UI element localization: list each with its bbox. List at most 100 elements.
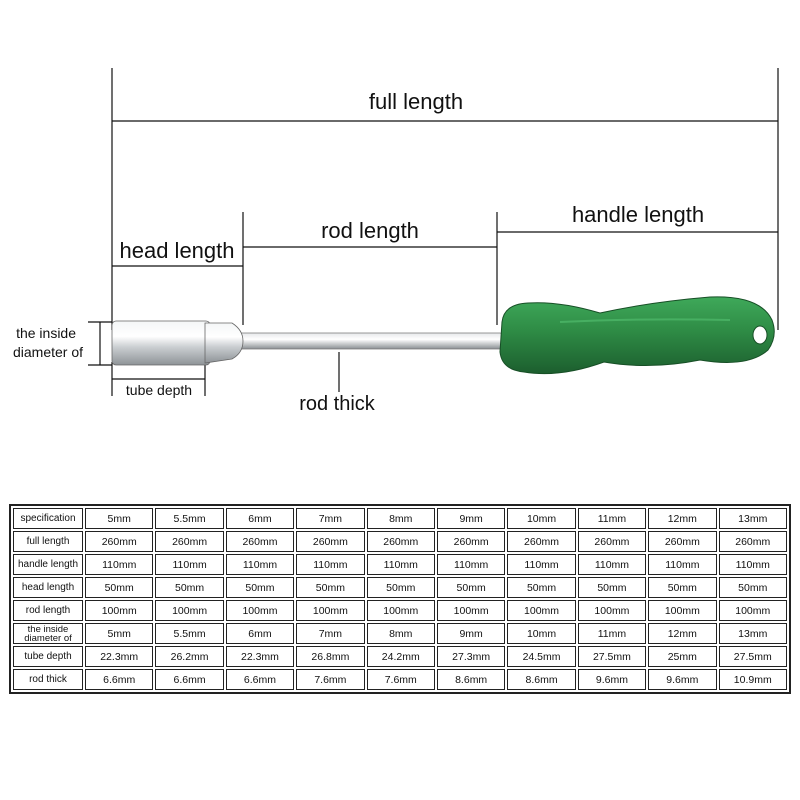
table-cell: 260mm (507, 531, 576, 552)
table-cell: 27.5mm (577, 646, 647, 667)
table-cell: 260mm (225, 531, 295, 552)
table-cell: 110mm (225, 554, 295, 575)
table-cell: 27.5mm (718, 646, 787, 667)
table-cell: 5mm (85, 623, 154, 644)
row-label: handle length (13, 554, 83, 575)
table-cell: 24.2mm (366, 646, 435, 667)
table-cell: 110mm (436, 554, 506, 575)
inside-diameter-line-1: the inside (16, 325, 76, 341)
inside-diameter-line-2: diameter of (13, 344, 83, 360)
dimension-diagram: full length handle length rod length hea… (13, 68, 779, 415)
row-label: specification (13, 508, 83, 529)
table-cell: 100mm (648, 600, 717, 621)
tube-depth-label: tube depth (126, 382, 192, 398)
table-cell: 22.3mm (85, 646, 154, 667)
table-cell: 260mm (155, 531, 224, 552)
row-label: tube depth (13, 646, 83, 667)
table-cell: 100mm (85, 600, 154, 621)
rod-thick-label: rod thick (299, 393, 376, 415)
table-cell: 26.8mm (296, 646, 365, 667)
hang-hole (752, 325, 768, 345)
table-cell: 12mm (648, 508, 717, 529)
table-cell: 100mm (296, 600, 365, 621)
table-cell: 50mm (436, 577, 506, 598)
table-cell: 260mm (577, 531, 647, 552)
table-cell: 7.6mm (366, 669, 435, 690)
table-cell: 100mm (225, 600, 295, 621)
table-cell: 27.3mm (436, 646, 506, 667)
nut-driver (111, 296, 775, 375)
handle-groove (559, 318, 731, 323)
table-cell: 6.6mm (155, 669, 224, 690)
table-cell: 9.6mm (577, 669, 647, 690)
table-cell: 50mm (366, 577, 435, 598)
table-cell: 100mm (155, 600, 224, 621)
table-cell: 100mm (507, 600, 576, 621)
table-cell: 100mm (436, 600, 506, 621)
table-cell: 110mm (648, 554, 717, 575)
table-cell: 9.6mm (648, 669, 717, 690)
table-cell: 9mm (436, 623, 506, 644)
head-length-label: head length (120, 238, 235, 263)
table-cell: 6mm (225, 508, 295, 529)
table-cell: 110mm (366, 554, 435, 575)
table-cell: 50mm (85, 577, 154, 598)
table-cell: 26.2mm (155, 646, 224, 667)
table-cell: 10mm (507, 623, 576, 644)
table-cell: 22.3mm (225, 646, 295, 667)
table-cell: 5mm (85, 508, 154, 529)
table-cell: 13mm (718, 623, 787, 644)
row-label: the inside diameter of (13, 623, 83, 644)
table-cell: 50mm (577, 577, 647, 598)
table-cell: 10mm (507, 508, 576, 529)
table-cell: 110mm (85, 554, 154, 575)
table-cell: 50mm (296, 577, 365, 598)
table-cell: 7.6mm (296, 669, 365, 690)
handle (499, 296, 775, 375)
table-cell: 50mm (155, 577, 224, 598)
table-cell: 260mm (296, 531, 365, 552)
table-cell: 12mm (648, 623, 717, 644)
table-cell: 110mm (155, 554, 224, 575)
row-label: rod thick (13, 669, 83, 690)
table-cell: 100mm (577, 600, 647, 621)
table-cell: 6.6mm (225, 669, 295, 690)
dimension-lines (88, 68, 779, 396)
table-cell: 50mm (718, 577, 787, 598)
table-cell: 260mm (85, 531, 154, 552)
handle-length-label: handle length (572, 202, 704, 227)
row-label: rod length (13, 600, 83, 621)
inside-diameter-label: the inside diameter of (13, 325, 83, 360)
table-cell: 8.6mm (436, 669, 506, 690)
table-cell: 260mm (366, 531, 435, 552)
table-cell: 100mm (718, 600, 787, 621)
table-cell: 50mm (648, 577, 717, 598)
table-cell: 6mm (225, 623, 295, 644)
table-cell: 8.6mm (507, 669, 576, 690)
table-cell: 13mm (718, 508, 787, 529)
table-cell: 7mm (296, 623, 365, 644)
table-cell: 260mm (436, 531, 506, 552)
table-cell: 7mm (296, 508, 365, 529)
rod (237, 332, 504, 350)
table-cell: 24.5mm (507, 646, 576, 667)
table-cell: 260mm (718, 531, 787, 552)
table-cell: 100mm (366, 600, 435, 621)
table-cell: 10.9mm (718, 669, 787, 690)
rod-length-label: rod length (321, 218, 419, 243)
table-cell: 25mm (648, 646, 717, 667)
full-length-label: full length (369, 89, 463, 114)
table-cell: 110mm (577, 554, 647, 575)
table-cell: 8mm (366, 508, 435, 529)
table-cell: 110mm (296, 554, 365, 575)
table-cell: 110mm (507, 554, 576, 575)
